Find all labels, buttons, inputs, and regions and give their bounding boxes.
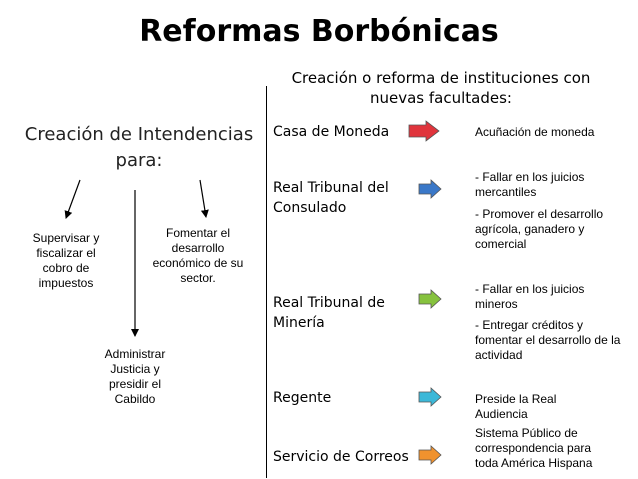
inst-servicio-correos: Servicio de Correos <box>273 449 409 465</box>
arrow-servicio-correos <box>418 445 442 465</box>
intendencias-heading: Creación de Intendencias para: <box>24 124 254 171</box>
diagram-title: Reformas Borbónicas <box>139 14 499 49</box>
inst-regente: Regente <box>273 390 332 406</box>
item-economico: Fomentar el desarrollo económico de su s… <box>152 226 244 285</box>
desc-consulado-2: - Promover el desarrollo agrícola, ganad… <box>475 207 604 251</box>
inst-tribunal-consulado: Real Tribunal del Consulado <box>273 180 389 216</box>
inst-casa-moneda: Casa de Moneda <box>273 124 390 140</box>
inst-tribunal-mineria: Real Tribunal de Minería <box>273 295 385 331</box>
arrow-tribunal-mineria <box>418 289 442 309</box>
desc-consulado-1: - Fallar en los juicios mercantiles <box>475 170 585 199</box>
desc-mineria-2: - Entregar créditos y fomentar el desarr… <box>475 318 621 362</box>
vertical-divider <box>266 86 267 478</box>
arrow-tribunal-consulado <box>418 179 442 199</box>
institutions-heading: Creación o reforma de instituciones con … <box>291 69 591 107</box>
arrow-to-impuestos <box>64 179 81 219</box>
item-justicia: Administrar Justicia y presidir el Cabil… <box>104 347 166 406</box>
desc-regente: Preside la Real Audiencia <box>475 392 557 421</box>
desc-servicio-correos: Sistema Público de correspondencia para … <box>475 426 593 470</box>
desc-casa-moneda: Acuñación de moneda <box>475 125 595 139</box>
desc-mineria-1: - Fallar en los juicios mineros <box>475 282 585 311</box>
arrow-casa-moneda <box>408 120 440 142</box>
arrow-regente <box>418 387 442 407</box>
arrow-to-economico <box>199 179 209 218</box>
item-impuestos: Supervisar y fiscalizar el cobro de impu… <box>32 231 100 290</box>
